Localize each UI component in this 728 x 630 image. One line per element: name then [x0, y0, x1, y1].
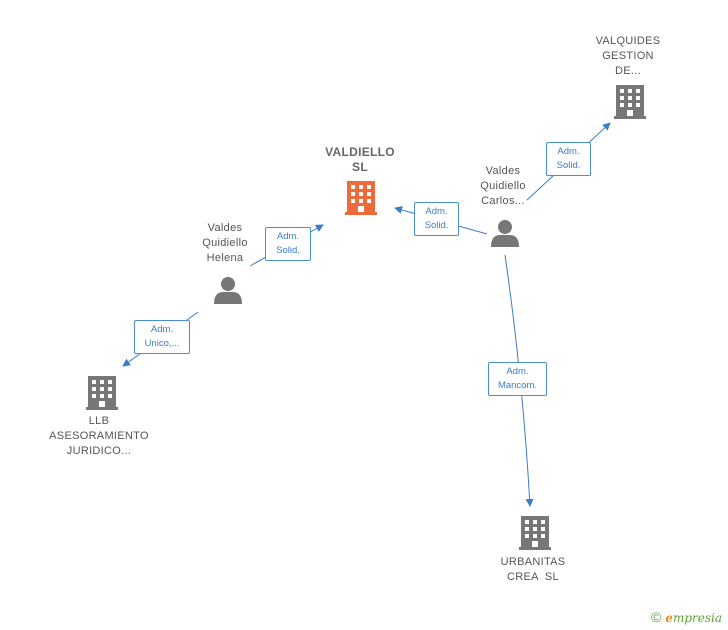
edge-label-helena-llb: Adm. Unico,...: [134, 320, 190, 354]
edge-label-helena-valdiello: Adm. Solid.: [265, 227, 311, 261]
person-icon[interactable]: [491, 220, 519, 247]
building-icon[interactable]: [614, 85, 646, 119]
person-icon[interactable]: [214, 277, 242, 304]
building-icon[interactable]: [345, 181, 377, 215]
empresia-logo: ©empresia: [650, 609, 722, 625]
edge-label-carlos-valquides: Adm. Solid.: [546, 142, 591, 176]
building-icon[interactable]: [86, 376, 118, 410]
person-label-helena[interactable]: Valdes Quidiello Helena: [202, 222, 248, 264]
company-label-valdiello[interactable]: VALDIELLO SL: [325, 145, 395, 174]
company-label-urbanitas[interactable]: URBANITAS CREA SL: [500, 556, 566, 583]
edge-label-carlos-urbanitas: Adm. Mancom.: [488, 362, 547, 396]
building-icon[interactable]: [519, 516, 551, 550]
copyright-icon: ©: [650, 609, 662, 625]
edge-label-carlos-valdiello: Adm. Solid.: [414, 202, 459, 236]
person-label-carlos[interactable]: Valdes Quidiello Carlos...: [480, 165, 526, 207]
company-label-llb[interactable]: LLB ASESORAMIENTO JURIDICO...: [49, 415, 149, 457]
company-label-valquides[interactable]: VALQUIDES GESTION DE...: [595, 35, 661, 77]
